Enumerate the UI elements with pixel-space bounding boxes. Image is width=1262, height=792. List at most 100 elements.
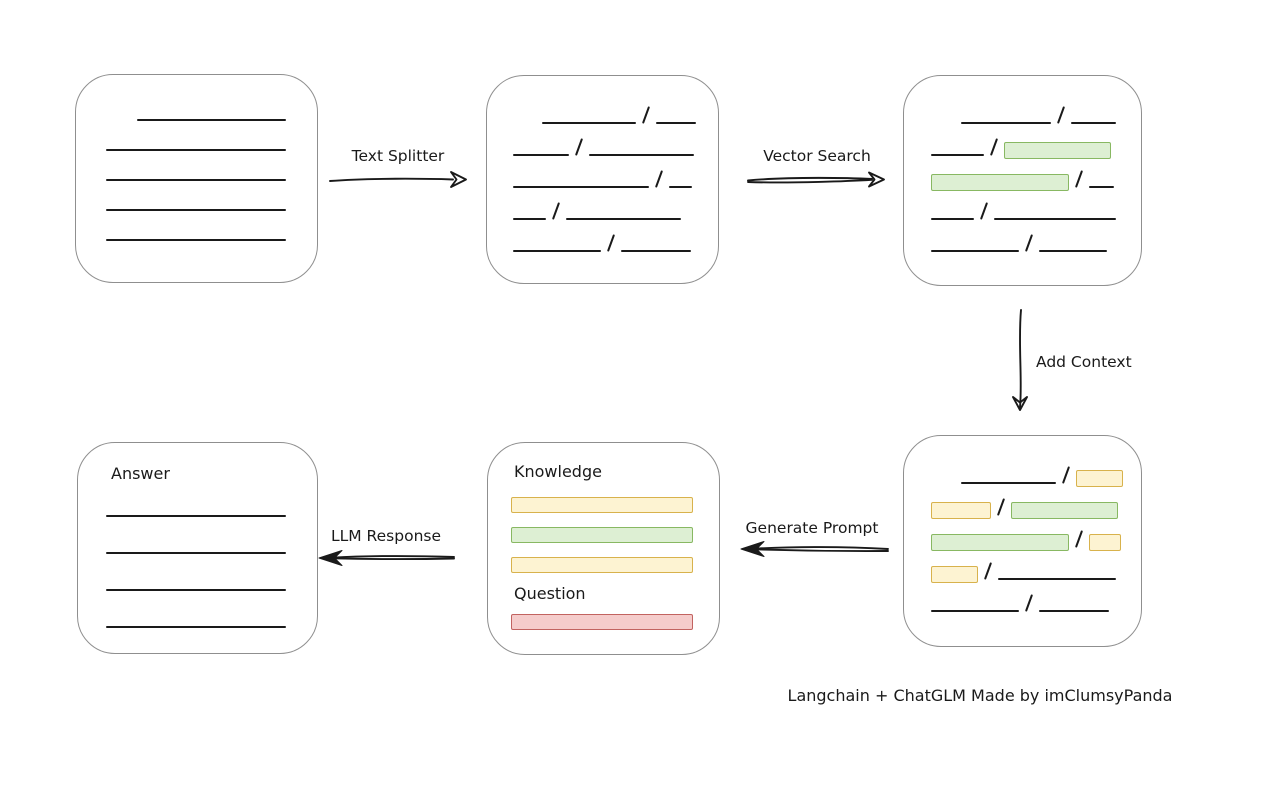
chunk-line — [994, 218, 1116, 220]
chunk-row — [106, 211, 286, 241]
chunk-line — [961, 122, 1051, 124]
chunk-line — [106, 209, 286, 211]
search-result-lines — [931, 92, 1116, 252]
chunk-line — [513, 218, 546, 220]
chunk-row — [106, 554, 286, 591]
chunk-line — [513, 154, 569, 156]
yellow-bar — [511, 557, 693, 573]
chunk-row — [106, 517, 286, 554]
chunk-line — [106, 239, 286, 241]
chunk-row — [106, 181, 286, 211]
split-chunks-node — [486, 75, 719, 284]
chunk-row — [931, 516, 1123, 551]
green-highlight-box — [1011, 502, 1118, 519]
arrow-down-icon — [1012, 309, 1028, 411]
slash-divider — [1024, 594, 1034, 612]
chunk-row — [931, 484, 1123, 519]
generate-prompt-arrow — [738, 536, 890, 562]
slash-divider — [979, 202, 989, 220]
search-results-node — [903, 75, 1142, 286]
chunk-row — [513, 124, 696, 156]
split-chunk-lines — [513, 92, 696, 252]
slash-divider — [551, 202, 561, 220]
chunk-line — [566, 218, 681, 220]
chunk-row — [931, 580, 1123, 612]
vector-search-arrow — [746, 168, 888, 194]
credit-caption: Langchain + ChatGLM Made by imClumsyPand… — [787, 686, 1173, 705]
chunk-row — [931, 220, 1116, 252]
context-chunk-lines — [931, 452, 1123, 612]
knowledge-bars — [511, 497, 693, 587]
chunk-row — [931, 188, 1116, 220]
yellow-bar — [511, 497, 693, 513]
chunk-row — [106, 91, 286, 121]
yellow-highlight-box — [1089, 534, 1121, 551]
chunk-row — [931, 548, 1123, 583]
slash-divider — [1056, 106, 1066, 124]
chunk-row — [931, 124, 1116, 159]
chunk-row — [931, 452, 1123, 487]
yellow-highlight-box — [1076, 470, 1123, 487]
chunk-line — [621, 250, 691, 252]
question-heading: Question — [514, 584, 586, 603]
chunk-row — [513, 188, 696, 220]
text-splitter-label: Text Splitter — [351, 147, 445, 165]
slash-divider — [1074, 170, 1084, 188]
slash-divider — [641, 106, 651, 124]
chunk-row — [106, 151, 286, 181]
yellow-highlight-box — [931, 502, 991, 519]
chunk-row — [513, 220, 696, 252]
chunk-line — [106, 179, 286, 181]
llm-response-label: LLM Response — [330, 527, 441, 545]
arrow-left-icon — [740, 541, 889, 557]
chunk-line — [1089, 186, 1114, 188]
context-chunks-node — [903, 435, 1142, 647]
chunk-line — [542, 122, 636, 124]
add-context-label: Add Context — [1036, 353, 1132, 371]
chunk-row — [513, 92, 696, 124]
slash-divider — [1024, 234, 1034, 252]
document-lines — [106, 91, 286, 241]
red-bar — [511, 614, 693, 630]
green-bar — [511, 527, 693, 543]
arrow-right-icon — [747, 171, 885, 188]
green-highlight-box — [931, 534, 1069, 551]
prompt-node: Knowledge Question — [487, 442, 720, 655]
vector-search-label: Vector Search — [763, 147, 871, 165]
slash-divider — [574, 138, 584, 156]
llm-response-arrow — [316, 545, 456, 571]
chunk-line — [589, 154, 694, 156]
chunk-row — [106, 480, 286, 517]
chunk-row — [931, 92, 1116, 124]
slash-divider — [996, 498, 1006, 516]
arrow-left-icon — [318, 550, 455, 566]
add-context-arrow — [1008, 308, 1034, 420]
chunk-line — [106, 149, 286, 151]
slash-divider — [1074, 530, 1084, 548]
chunk-line — [513, 250, 601, 252]
chunk-line — [931, 250, 1019, 252]
generate-prompt-label: Generate Prompt — [745, 519, 879, 537]
chunk-row — [106, 121, 286, 151]
chunk-row — [106, 591, 286, 628]
chunk-line — [106, 626, 286, 628]
chunk-line — [106, 589, 286, 591]
chunk-line — [931, 610, 1019, 612]
chunk-line — [669, 186, 692, 188]
knowledge-heading: Knowledge — [514, 462, 602, 481]
green-highlight-box — [931, 174, 1069, 191]
answer-node: Answer — [77, 442, 318, 654]
chunk-line — [106, 515, 286, 517]
answer-heading: Answer — [111, 464, 170, 483]
chunk-line — [931, 218, 974, 220]
slash-divider — [606, 234, 616, 252]
chunk-line — [1071, 122, 1116, 124]
chunk-row — [931, 156, 1116, 191]
question-bars — [511, 614, 693, 644]
slash-divider — [1061, 466, 1071, 484]
document-node — [75, 74, 318, 283]
chunk-line — [1039, 610, 1109, 612]
chunk-line — [513, 186, 649, 188]
text-splitter-arrow — [328, 168, 470, 194]
